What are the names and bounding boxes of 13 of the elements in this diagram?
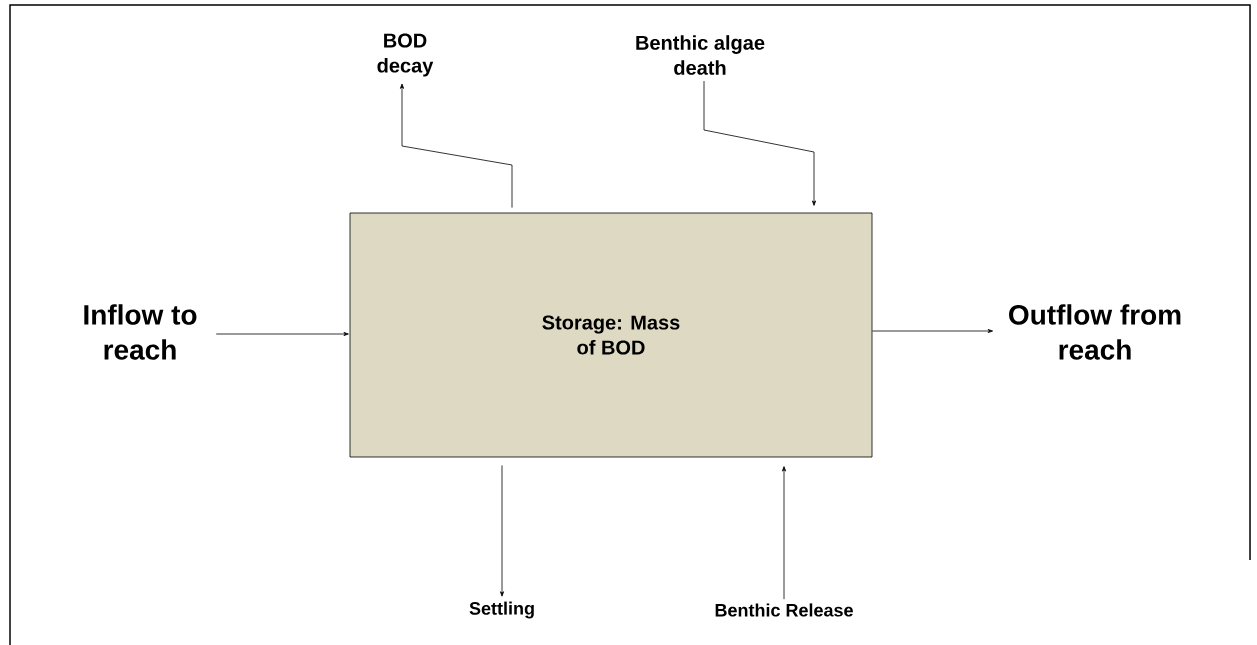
arrow [703, 80, 816, 206]
flow-label: Inflow to reach [84, 304, 197, 360]
arrow [872, 329, 993, 333]
flow-label: BOD decay [377, 33, 434, 77]
arrow [500, 465, 504, 597]
arrow [215, 332, 349, 336]
flow-label: Outflow from reach [1009, 304, 1181, 360]
arrow [782, 466, 786, 600]
storage-box: Storage: Mass of BOD [349, 212, 873, 458]
arrow [400, 83, 513, 208]
flow-label: Benthic Release [715, 603, 853, 617]
flow-label: Benthic algae death [636, 35, 765, 75]
flow-label: Settling [469, 601, 534, 619]
